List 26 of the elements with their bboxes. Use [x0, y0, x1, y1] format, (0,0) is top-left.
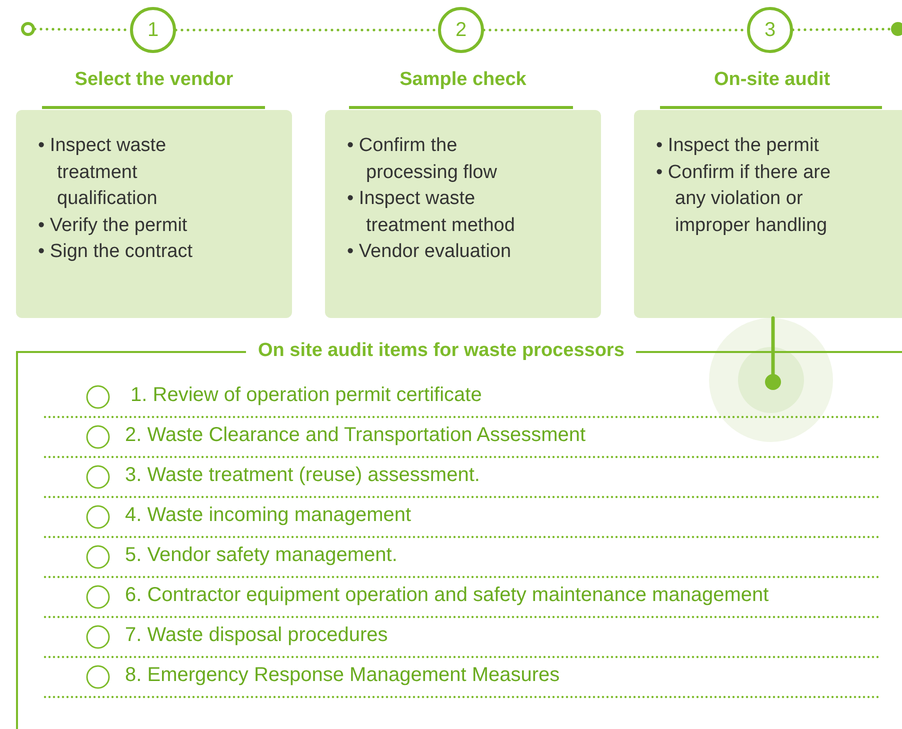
bullet-item: • Vendor evaluation — [347, 240, 512, 264]
bullet-item: • Verify the permit — [38, 214, 188, 238]
step-number-circle: 3 — [747, 7, 793, 53]
connector-line — [771, 316, 775, 376]
audit-item: 1. Review of operation permit certificate — [130, 384, 482, 407]
audit-item: 6. Contractor equipment operation and safety maintenance management — [125, 584, 769, 607]
step-number-circle: 1 — [130, 7, 176, 53]
bullet-item: • Inspect waste treatment method — [347, 187, 516, 238]
audit-item: 7. Waste disposal procedures — [125, 624, 388, 647]
audit-item: 2. Waste Clearance and Transportation Assessment — [125, 424, 586, 447]
dotted-connector — [792, 28, 892, 32]
bullet-item: • Confirm if there are any violation or improper handling — [656, 160, 832, 238]
bullet-item: • Inspect waste treatment qualification — [38, 134, 168, 211]
panel-heading: On site audit items for waste processors — [246, 340, 636, 362]
step-title: Sample check — [398, 69, 528, 91]
audit-item: 4. Waste incoming management — [125, 504, 412, 527]
audit-item: 3. Waste treatment (reuse) assessment. — [125, 464, 480, 487]
audit-item: 5. Vendor safety management. — [125, 544, 398, 567]
bullet-item: • Sign the contract — [38, 240, 194, 264]
step-title: Select the vendor — [74, 69, 234, 91]
bullet-item: • Confirm the processing flow — [347, 134, 498, 184]
step-title: On-site audit — [712, 69, 832, 91]
audit-item: 8. Emergency Response Management Measures — [125, 664, 560, 687]
step-number-circle: 2 — [438, 7, 484, 53]
bullet-item: • Inspect the permit — [656, 134, 820, 158]
timeline-start-ring — [21, 22, 35, 36]
